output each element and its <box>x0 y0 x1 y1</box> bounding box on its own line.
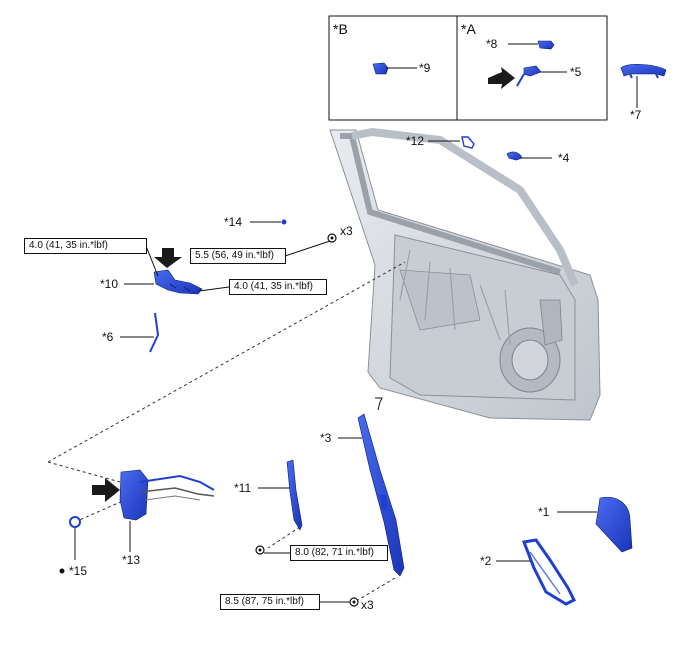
part-14-clip <box>281 219 287 225</box>
callout-7: *7 <box>630 108 642 122</box>
quantity-bottom: x3 <box>361 598 374 612</box>
part-10-inside-handle <box>153 269 203 295</box>
callout-9: *9 <box>419 61 431 75</box>
part-3-run-channel <box>357 413 405 577</box>
callout-4: *4 <box>558 151 570 165</box>
callout-3: *3 <box>320 431 332 445</box>
view-b-label: *B <box>333 21 348 37</box>
part-8-cap <box>537 40 555 50</box>
dashed-leader-bolt-3 <box>357 577 396 601</box>
bolt-icon-bottom <box>349 597 359 607</box>
dashed-leader-grommet <box>74 499 126 523</box>
part-15-grommet <box>59 516 81 574</box>
torque-spec-3: 8.5 (87, 75 in.*lbf) <box>220 594 320 610</box>
callout-13: *13 <box>122 553 141 567</box>
callout-2: *2 <box>480 554 492 568</box>
callout-5: *5 <box>570 65 582 79</box>
torque-spec-11: 8.0 (82, 71 in.*lbf) <box>290 545 388 561</box>
part-5-cylinder <box>516 65 542 87</box>
arrow-icon-10 <box>154 248 182 268</box>
part-12-cover <box>461 136 475 149</box>
callout-8: *8 <box>486 37 498 51</box>
quantity-top: x3 <box>340 224 353 238</box>
torque-spec-door-bolts: 5.5 (56, 49 in.*lbf) <box>190 248 286 264</box>
callout-10: *10 <box>100 277 119 291</box>
view-a-label: *A <box>461 21 476 37</box>
part-13-door-lock <box>119 469 215 521</box>
bolt-icon-11 <box>255 545 265 555</box>
part-2-frame <box>521 538 577 606</box>
part-7-outside-handle <box>620 64 667 79</box>
arrow-icon-a <box>488 67 515 89</box>
part-4-cover <box>506 151 523 161</box>
callout-11: *11 <box>234 481 252 495</box>
callout-14: *14 <box>224 215 243 229</box>
part-1-corner-cover <box>595 496 633 553</box>
torque-spec-10-upper: 4.0 (41, 35 in.*lbf) <box>24 238 147 254</box>
dashed-leader-latch <box>47 461 121 483</box>
callout-12: *12 <box>406 134 425 148</box>
dashed-leader-bolt-11 <box>267 526 301 549</box>
part-6-rod <box>149 312 160 353</box>
door-panel <box>329 127 601 421</box>
callout-6: *6 <box>102 330 114 344</box>
callout-15: *15 <box>69 564 88 578</box>
bolt-icon-top <box>327 233 337 243</box>
part-11-channel <box>286 459 303 531</box>
callout-1: *1 <box>538 505 550 519</box>
torque-spec-10-lower: 4.0 (41, 35 in.*lbf) <box>229 279 327 295</box>
dashed-leader-door <box>47 261 406 463</box>
part-9-cap <box>372 62 389 75</box>
arrow-icon-13 <box>92 478 120 502</box>
screw-icon-3 <box>375 397 383 411</box>
